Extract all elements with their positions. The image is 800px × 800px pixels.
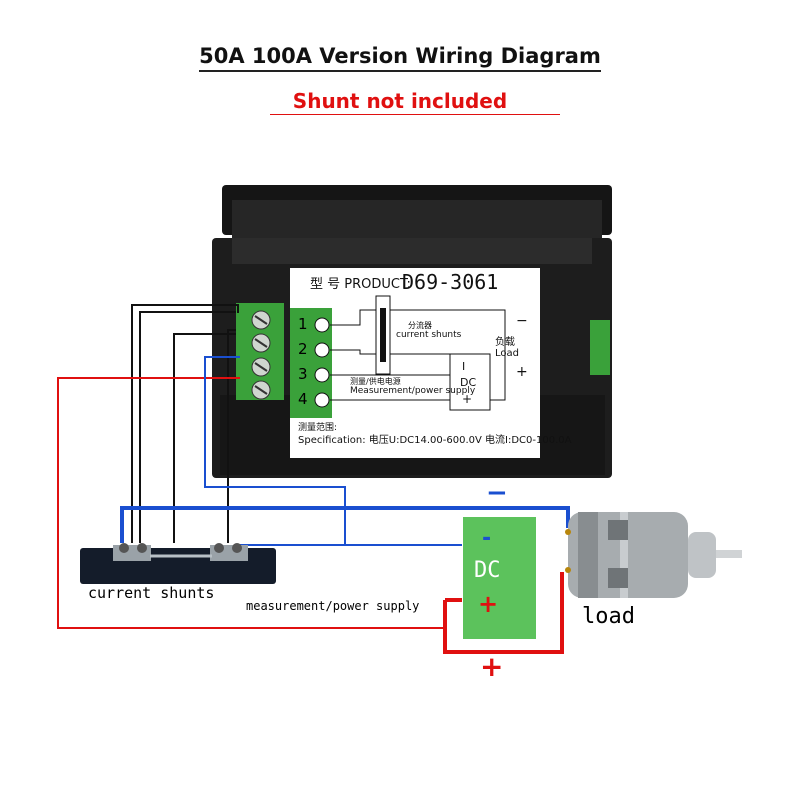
negative-wire-sign: − xyxy=(486,478,508,508)
terminal-number-3: 3 xyxy=(298,365,308,383)
load-label: load xyxy=(582,604,635,629)
label-dc: DC xyxy=(460,376,477,389)
wires-black xyxy=(131,304,239,543)
meter-label-panel: 型 号 PRODUCT: D69-3061 分流器 current shunts… xyxy=(290,268,571,458)
dc-label: DC xyxy=(474,558,501,583)
dc-plus-sign: + xyxy=(478,590,499,618)
wires-red-thick xyxy=(443,572,564,654)
dc-minus-sign: - xyxy=(482,526,492,551)
diagram-title: 50A 100A Version Wiring Diagram xyxy=(0,44,800,72)
dc-power-source xyxy=(463,517,536,639)
label-shunt-en: current shunts xyxy=(396,330,462,340)
diagram-subtitle: Shunt not included xyxy=(292,89,508,113)
wires-red xyxy=(57,377,445,629)
label-load-en: Load xyxy=(495,348,519,359)
terminal-number-1: 1 xyxy=(298,315,308,333)
label-load-plus: + xyxy=(516,364,528,380)
motor-icon xyxy=(565,512,742,598)
terminal-number-2: 2 xyxy=(298,340,308,358)
label-range-cn: 测量范围: xyxy=(298,423,338,433)
label-spec: Specification: 电压U:DC14.00-600.0V 电流I:DC… xyxy=(298,435,572,446)
positive-wire-sign: + xyxy=(480,650,504,683)
label-meas-cn: 测量/供电电源 xyxy=(350,377,401,386)
label-model: D69-3061 xyxy=(402,270,499,294)
screw-terminal-block xyxy=(236,303,284,400)
label-load-minus: − xyxy=(516,313,528,329)
label-load-cn: 负载 xyxy=(495,337,515,348)
wires-blue-thick xyxy=(120,506,570,543)
label-shunt-cn: 分流器 xyxy=(408,321,432,330)
measurement-power-label: measurement/power supply xyxy=(246,599,420,613)
label-schematic xyxy=(290,295,506,418)
subtitle-underline xyxy=(270,114,560,115)
label-plus: + xyxy=(462,392,473,406)
label-i-mark: I xyxy=(462,360,466,373)
terminal-number-4: 4 xyxy=(298,390,308,408)
label-product-prefix: 型 号 PRODUCT: xyxy=(310,277,411,292)
label-meas-en: Measurement/power supply xyxy=(350,386,476,396)
shunt-icon xyxy=(80,543,276,584)
current-shunts-label: current shunts xyxy=(88,584,215,602)
